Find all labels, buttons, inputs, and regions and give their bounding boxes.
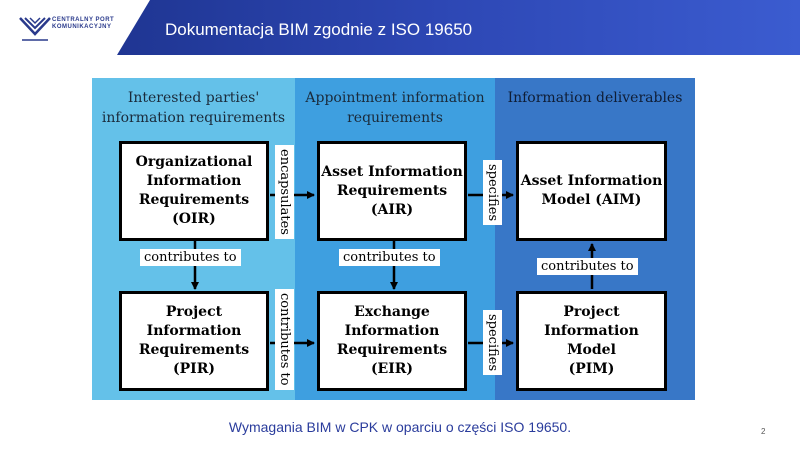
label-specifies-top: specifies	[483, 160, 502, 226]
iso19650-diagram: Interested parties' information requirem…	[92, 78, 695, 400]
slide-caption: Wymagania BIM w CPK w oparciu o części I…	[228, 419, 572, 435]
logo-line-2: KOMUNIKACYJNY	[52, 24, 112, 30]
air-box: Asset Information Requirements (AIR)	[317, 141, 467, 241]
label-contributes-pir-eir: contributes to	[275, 289, 294, 390]
aim-box: Asset Information Model (AIM)	[516, 141, 667, 241]
label-specifies-bottom: specifies	[483, 310, 502, 376]
pim-box: Project Information Model (PIM)	[516, 291, 667, 391]
label-contributes-oir-pir: contributes to	[140, 249, 241, 266]
column-header-3: Information deliverables	[507, 90, 683, 106]
eir-box: Exchange Information Requirements (EIR)	[317, 291, 467, 391]
label-encapsulates: encapsulates	[275, 145, 294, 239]
pir-box: Project Information Requirements (PIR)	[119, 291, 269, 391]
logo-line-1: CENTRALNY PORT	[52, 17, 115, 23]
column-header-1: Interested parties' information requirem…	[101, 90, 286, 126]
cpk-logo-icon	[19, 17, 51, 41]
column-header-2: Appointment information requirements	[305, 90, 485, 126]
logo-text: CENTRALNY PORT KOMUNIKACYJNY	[52, 17, 114, 31]
page-number: 2	[761, 427, 766, 436]
label-contributes-pim-aim: contributes to	[537, 258, 638, 275]
label-contributes-air-eir: contributes to	[339, 249, 440, 266]
slide-title: Dokumentacja BIM zgodnie z ISO 19650	[165, 20, 473, 39]
oir-box: Organizational Information Requirements …	[119, 141, 269, 241]
